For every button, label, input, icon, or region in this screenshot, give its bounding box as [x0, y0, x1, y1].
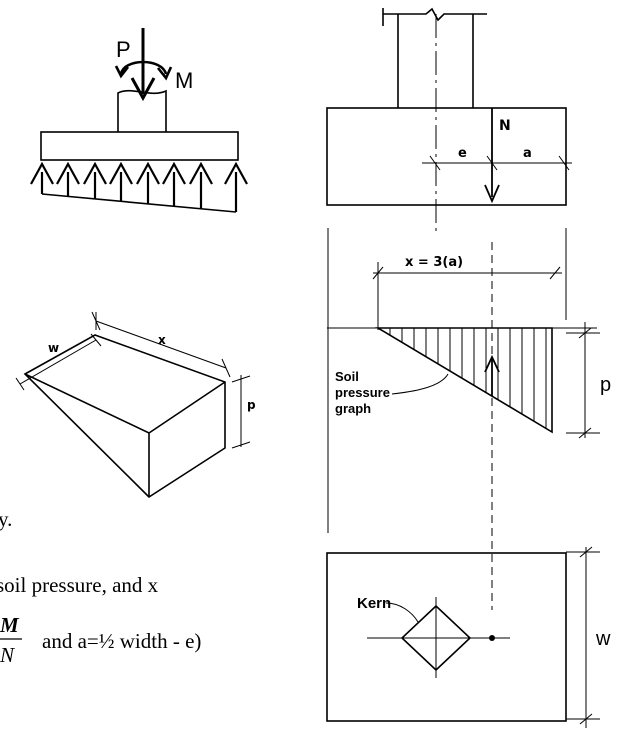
section-diagram: N e a x = 3(a)	[326, 7, 611, 610]
axial-label: N	[499, 118, 511, 134]
column-stub	[117, 89, 167, 132]
resultant-arrow	[484, 354, 500, 396]
text-line-1: y.	[0, 507, 12, 531]
moment-label: M	[175, 68, 193, 93]
column	[382, 7, 487, 108]
width-label-w: w	[48, 341, 59, 355]
dim-line-w	[15, 333, 102, 391]
dim-line-e-a	[422, 155, 572, 171]
width-label-plan: w	[595, 628, 611, 650]
footing-slab	[40, 131, 239, 161]
graph-caption: Soil pressure graph	[335, 369, 394, 416]
caption-leader	[391, 373, 449, 395]
cropped-text: y. soil pressure, and x M N and a=½ widt…	[0, 507, 201, 667]
pressure-envelope	[41, 193, 237, 213]
dim-line-p	[231, 375, 251, 449]
fraction-numerator: M	[0, 613, 20, 637]
force-label: P	[116, 37, 131, 62]
moment-arrow-m	[114, 60, 173, 81]
text-line-2: soil pressure, and x	[0, 573, 159, 597]
axial-load-arrow	[484, 108, 500, 204]
kern-leader	[385, 602, 419, 623]
dim-line-w-right	[566, 546, 600, 728]
soil-reaction-arrows	[30, 161, 248, 212]
kern-label: Kern	[357, 595, 391, 612]
length-equation: x = 3(a)	[405, 255, 463, 270]
wedge-outline	[23, 334, 226, 499]
footing-elevation	[326, 107, 567, 206]
dim-line-3a	[372, 262, 562, 330]
load-point	[489, 635, 495, 641]
text-line-3: and a=½ width - e)	[42, 629, 201, 653]
footing-plan	[326, 552, 567, 722]
height-label-p: p	[247, 398, 256, 412]
dim-line-x	[91, 311, 231, 378]
pressure-triangle	[375, 327, 553, 434]
eccentricity-label: e	[458, 146, 467, 161]
pressure-wedge-diagram: x w p	[15, 311, 256, 499]
distance-label: a	[523, 146, 532, 161]
kern-diamond	[400, 604, 472, 672]
fraction-denominator: N	[0, 643, 15, 667]
length-label-x: x	[158, 333, 166, 347]
pressure-label-p: p	[600, 374, 611, 396]
load-diagram: P M	[30, 28, 248, 213]
dim-line-p-right	[566, 322, 600, 439]
plan-diagram: Kern w	[326, 546, 611, 728]
